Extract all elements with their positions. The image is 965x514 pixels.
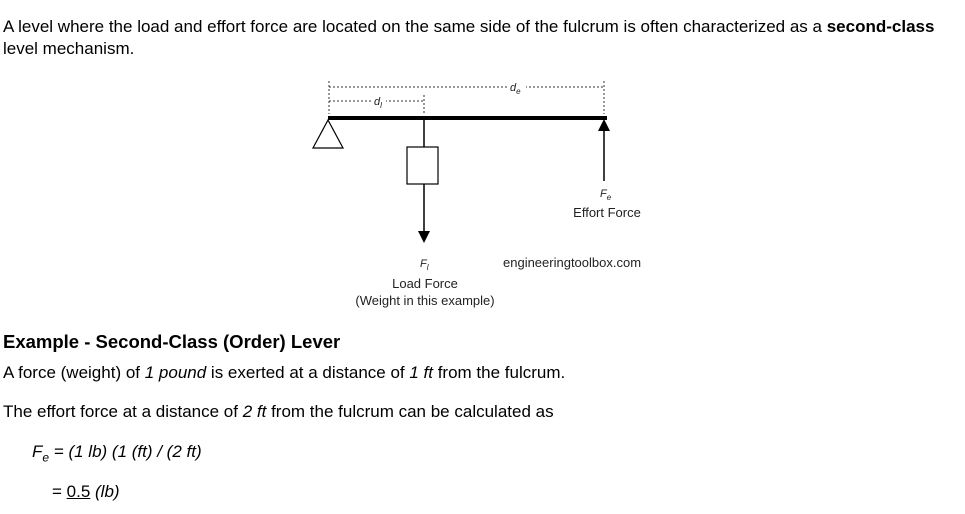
fe-symbol: Fe xyxy=(600,188,612,202)
intro-bold-term: second-class xyxy=(826,17,935,36)
fulcrum-triangle xyxy=(311,118,345,149)
effort-force-label: Effort Force xyxy=(573,205,641,220)
intro-text-end: level mechanism. xyxy=(3,39,135,58)
formula-result-unit: (lb) xyxy=(90,482,120,501)
example-heading: Example - Second-Class (Order) Lever xyxy=(3,331,341,352)
formula-line-2: = 0.5 (lb) xyxy=(52,481,120,503)
load-weight-box xyxy=(406,146,439,185)
watermark-text: engineeringtoolbox.com xyxy=(503,255,641,270)
formula-expression: = (1 lb) (1 (ft) / (2 ft) xyxy=(49,442,202,461)
load-force-arrowhead xyxy=(418,231,430,243)
effort-force-arrowhead xyxy=(598,119,610,131)
intro-text-start: A level where the load and effort force … xyxy=(3,17,827,36)
intro-paragraph: A level where the load and effort force … xyxy=(3,16,958,60)
example-paragraph-2: The effort force at a distance of 2 ft f… xyxy=(3,402,554,421)
load-distance-value: 1 ft xyxy=(409,363,433,382)
formula-fe-var: F xyxy=(32,442,43,461)
formula-line-1: Fe = (1 lb) (1 (ft) / (2 ft) xyxy=(32,441,202,468)
formula-equals: = xyxy=(52,482,67,501)
lever-diagram: de dl Fe Effort Force Fl Load Force (Wei… xyxy=(311,79,641,308)
effort-distance-value: 2 ft xyxy=(242,402,267,421)
example-paragraph-1: A force (weight) of 1 pound is exerted a… xyxy=(3,363,566,382)
load-force-label: Load Force xyxy=(392,276,458,291)
load-force-note: (Weight in this example) xyxy=(355,293,494,308)
de-label: de xyxy=(510,82,521,96)
fl-symbol: Fl xyxy=(420,258,429,272)
dl-label: dl xyxy=(374,96,382,110)
formula-fe-sub: e xyxy=(42,450,50,465)
weight-value: 1 pound xyxy=(144,363,207,382)
formula-result-value: 0.5 xyxy=(66,482,91,501)
